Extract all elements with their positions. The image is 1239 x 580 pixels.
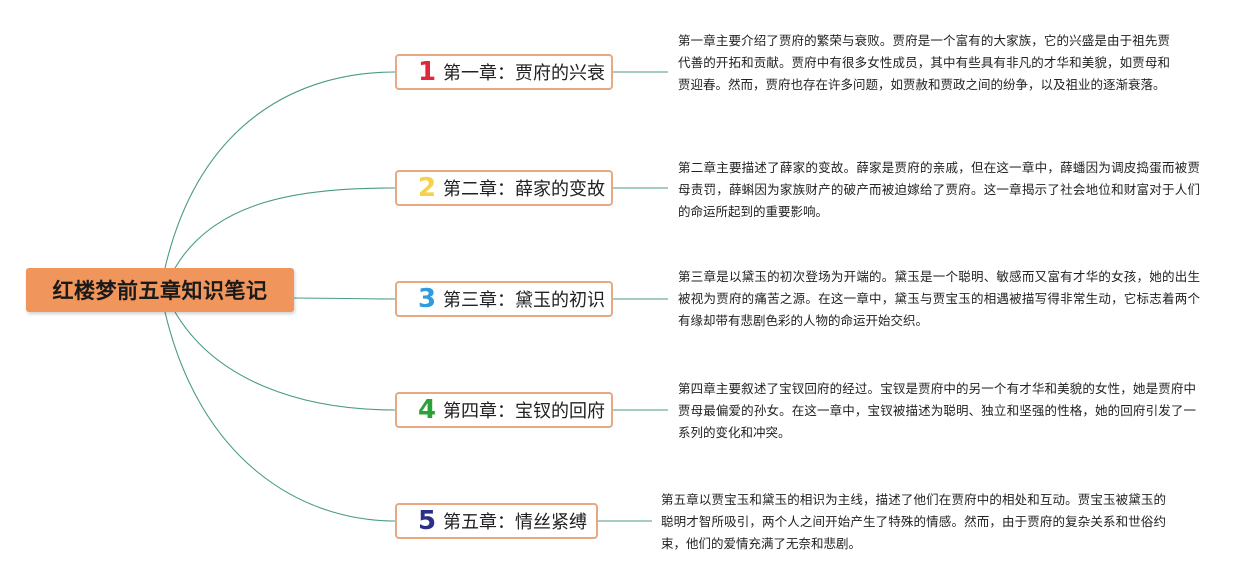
chapter-5-node[interactable]: 5 第五章：情丝紧缚: [395, 503, 598, 539]
chapter-2-description: 第二章主要描述了薛家的变故。薛家是贾府的亲戚，但在这一章中，薛蟠因为调皮捣蛋而被…: [678, 160, 1200, 219]
number-1-icon: 1: [417, 57, 437, 87]
chapter-3-description: 第三章是以黛玉的初次登场为开端的。黛玉是一个聪明、敏感而又富有才华的女孩，她的出…: [678, 269, 1200, 328]
chapter-1-title: 第一章：贾府的兴衰: [443, 63, 605, 84]
number-5-icon: 5: [417, 506, 437, 536]
chapter-5-description: 第五章以贾宝玉和黛玉的相识为主线，描述了他们在贾府中的相处和互动。贾宝玉被黛玉的…: [661, 492, 1166, 551]
chapter-5-title: 第五章：情丝紧缚: [443, 512, 587, 533]
number-2-icon: 2: [417, 173, 437, 203]
connector-root-ch3: [293, 297, 396, 300]
root-title: 红楼梦前五章知识笔记: [52, 279, 268, 303]
number-4-icon: 4: [417, 395, 437, 425]
chapter-3-node[interactable]: 3 第三章：黛玉的初识: [395, 281, 613, 317]
chapter-4-description: 第四章主要叙述了宝钗回府的经过。宝钗是贾府中的另一个有才华和美貌的女性，她是贾府…: [678, 381, 1196, 440]
connector-root-ch5: [164, 311, 396, 522]
chapter-1-description: 第一章主要介绍了贾府的繁荣与衰败。贾府是一个富有的大家族，它的兴盛是由于祖先贾代…: [678, 33, 1170, 92]
number-3-icon: 3: [417, 284, 437, 314]
chapter-2-title: 第二章：薛家的变故: [443, 179, 605, 200]
connector-root-ch1: [164, 71, 396, 269]
chapter-1-node[interactable]: 1 第一章：贾府的兴衰: [395, 54, 613, 90]
root-topic[interactable]: 红楼梦前五章知识笔记: [26, 268, 294, 312]
chapter-4-title: 第四章：宝钗的回府: [443, 401, 605, 422]
chapter-4-node[interactable]: 4 第四章：宝钗的回府: [395, 392, 613, 428]
chapter-3-title: 第三章：黛玉的初识: [443, 290, 605, 311]
chapter-2-node[interactable]: 2 第二章：薛家的变故: [395, 170, 613, 206]
connector-root-ch2: [174, 187, 396, 269]
connector-root-ch4: [174, 311, 396, 411]
